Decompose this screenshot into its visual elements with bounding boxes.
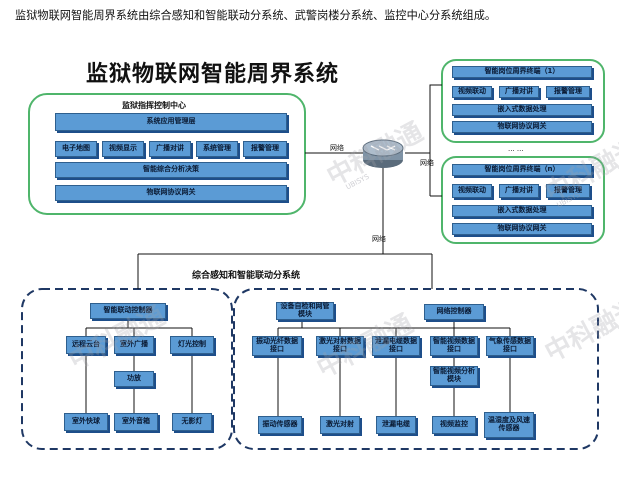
right-subsystem-border <box>233 288 599 450</box>
amplifier: 功放 <box>114 371 154 387</box>
module-system-mgmt: 系统管理 <box>196 141 238 157</box>
gateway-box: 物联网协议网关 <box>55 185 287 201</box>
network-label-down: 网络 <box>372 235 386 243</box>
module-electronic-map: 电子地图 <box>55 141 97 157</box>
watchtower-n-border <box>441 156 605 244</box>
outdoor-speaker: 室外音箱 <box>114 413 158 431</box>
watchtower-1-embedded: 嵌入式数据处理 <box>452 104 592 116</box>
module-video-display: 视频显示 <box>102 141 144 157</box>
watchtower-1-border <box>441 59 605 143</box>
outdoor-speed-dome: 室外快球 <box>64 413 108 431</box>
interface-laser: 激光对射数据接口 <box>316 336 364 356</box>
linkage-controller: 智能联动控制器 <box>90 303 166 319</box>
watchtower-n-title: 智能岗位周界终端（n） <box>452 164 592 176</box>
watchtower-n-alarm: 报警管理 <box>546 184 590 198</box>
watchtower-n-video: 视频联动 <box>452 184 492 198</box>
interface-vibration: 振动光纤数据接口 <box>252 336 302 356</box>
network-label-right: 网络 <box>420 159 434 167</box>
video-analysis-module: 智能视频分析模块 <box>430 366 478 386</box>
interface-weather: 气象传感数据接口 <box>486 336 534 356</box>
diagram-title: 监狱物联网智能周界系统 <box>86 61 340 87</box>
equip-access-module: 设备自检和网管模块 <box>276 302 334 320</box>
router-icon <box>362 139 404 168</box>
left-subsystem-border <box>21 288 233 450</box>
watchtower-1-broadcast: 广播对讲 <box>499 86 539 98</box>
analysis-box: 智能综合分析决策 <box>55 162 287 178</box>
sensor-weather: 温湿度及风速传感器 <box>484 412 534 438</box>
outdoor-broadcast: 室外广播 <box>114 336 154 354</box>
watchtower-1-video: 视频联动 <box>452 86 492 98</box>
sensor-video-monitor: 视频监控 <box>432 416 476 434</box>
sensor-vibration: 振动传感器 <box>258 416 302 434</box>
remote-ptz: 远程云台 <box>66 336 106 354</box>
module-broadcast: 广播对讲 <box>149 141 191 157</box>
shadowless-lamp: 无影灯 <box>172 413 212 431</box>
sensor-laser: 激光对射 <box>320 416 360 434</box>
watchtower-n-embedded: 嵌入式数据处理 <box>452 205 592 217</box>
sensor-leaky-cable: 泄漏电缆 <box>376 416 416 434</box>
watchtower-1-title: 智能岗位周界终端（1） <box>452 66 592 78</box>
interface-smart-video: 智能视频数据接口 <box>430 336 478 356</box>
network-controller: 网络控制器 <box>424 304 484 320</box>
module-alarm-mgmt: 报警管理 <box>243 141 287 157</box>
control-center-label: 监狱指挥控制中心 <box>122 101 186 110</box>
watchtower-n-broadcast: 广播对讲 <box>499 184 539 198</box>
caption-text: 监狱物联网智能周界系统由综合感知和智能联动分系统、武警岗楼分系统、监控中心分系统… <box>15 9 497 22</box>
subsystem-label: 综合感知和智能联动分系统 <box>192 271 301 281</box>
interface-leaky-cable: 泄漏电缆数据接口 <box>372 336 420 356</box>
watchtower-n-gateway: 物联网协议网关 <box>452 223 592 235</box>
watchtower-1-alarm: 报警管理 <box>546 86 590 98</box>
light-control: 灯光控制 <box>170 336 214 354</box>
app-layer-box: 系统应用管理层 <box>55 113 287 131</box>
control-center-border <box>28 93 306 215</box>
network-label-left: 网络 <box>330 144 344 152</box>
watchtower-1-gateway: 物联网协议网关 <box>452 121 592 133</box>
ellipsis-text: ... ... <box>508 145 524 153</box>
